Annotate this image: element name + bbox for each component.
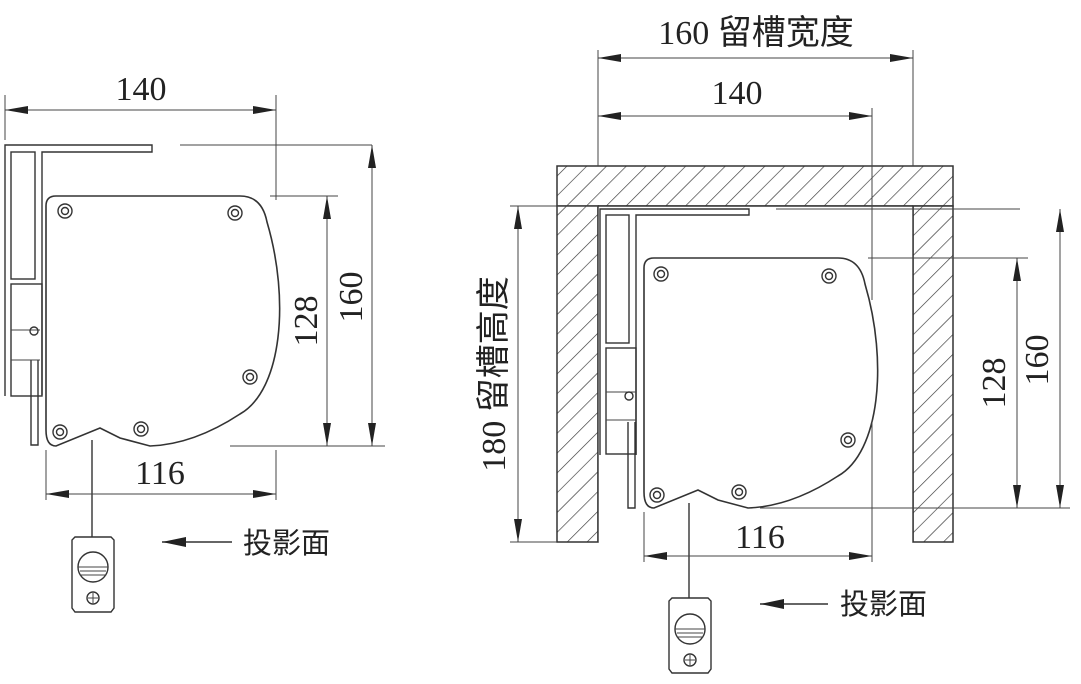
slot-width-label: 160 留槽宽度 [658, 14, 854, 52]
left-cable-handle [71, 440, 115, 613]
right-projection-label: 投影面 [840, 587, 927, 621]
right-height-inner-label: 128 [976, 358, 1013, 409]
right-dim-slot-height: 180 留槽高度 [475, 205, 598, 543]
right-height-outer-label: 160 [1019, 335, 1056, 386]
left-width-top-label: 140 [116, 71, 167, 108]
left-dim-160: 160 [330, 145, 385, 447]
left-dim-140: 140 [4, 71, 277, 200]
right-dim-116: 116 [643, 420, 873, 562]
right-projection: 投影面 [760, 587, 927, 621]
left-width-bottom-label: 116 [135, 455, 185, 492]
right-view: 160 留槽宽度 140 116 128 [475, 14, 1070, 674]
left-dim-128: 128 [230, 195, 338, 447]
right-width-bottom-label: 116 [735, 519, 785, 556]
right-width-top-label: 140 [712, 75, 763, 112]
right-dim-140: 140 [598, 75, 873, 300]
right-dim-128: 128 [760, 257, 1070, 509]
left-height-inner-label: 128 [288, 296, 325, 347]
right-cable-handle [668, 503, 712, 674]
right-mounting-bracket [599, 208, 1020, 509]
left-reel-body [45, 195, 281, 447]
right-dim-160: 160 [1019, 209, 1064, 508]
right-reel-body [643, 257, 879, 509]
left-height-outer-label: 160 [333, 272, 370, 323]
right-dim-slot-width: 160 留槽宽度 [597, 14, 914, 166]
left-screw-holes [52, 203, 258, 440]
left-projection: 投影面 [162, 526, 330, 560]
left-projection-label: 投影面 [243, 526, 330, 560]
left-view: 140 116 128 160 [4, 71, 385, 613]
slot-height-label: 180 留槽高度 [475, 276, 513, 472]
left-dim-116: 116 [45, 450, 277, 500]
right-screw-holes [649, 266, 856, 503]
